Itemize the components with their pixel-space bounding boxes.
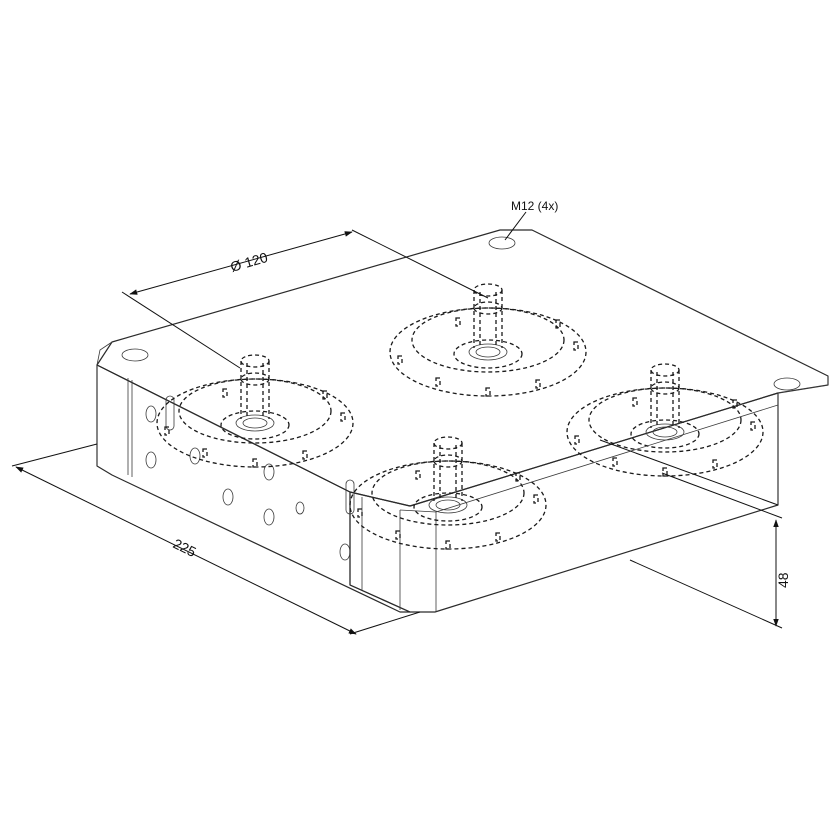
- unit-bolt-marker: [455, 317, 461, 327]
- unit-bolt-marker: [712, 459, 718, 469]
- unit-bolt-marker: [302, 450, 308, 460]
- unit-flange: [413, 492, 483, 522]
- unit-bore: [428, 496, 468, 514]
- clamping-unit: [389, 283, 587, 397]
- side-hole: [339, 543, 351, 561]
- dimension-lines: [11, 211, 783, 635]
- diameter-label: Ø 120: [228, 249, 269, 275]
- left-face: [96, 364, 411, 613]
- unit-bolt-marker: [415, 470, 421, 480]
- unit-flange: [220, 410, 290, 440]
- unit-bolt-marker: [750, 421, 756, 431]
- mounting-hole: [121, 348, 149, 362]
- unit-inner-ring: [411, 307, 565, 373]
- edge-lines: [96, 341, 829, 612]
- thread-callout: M12 (4x): [511, 199, 558, 213]
- mounting-hole: [773, 377, 801, 391]
- clamping-unit: [349, 436, 547, 550]
- unit-bolt-marker: [515, 472, 521, 482]
- side-hole: [263, 508, 275, 526]
- unit-pin-cap: [473, 283, 503, 297]
- unit-flange: [453, 339, 523, 369]
- unit-bore-inner: [652, 426, 678, 438]
- unit-bolt-marker: [732, 399, 738, 409]
- unit-bore: [645, 423, 685, 441]
- unit-bolt-marker: [357, 508, 363, 518]
- unit-bolt-marker: [435, 377, 441, 387]
- mounting-holes: [121, 236, 801, 391]
- unit-bolt-marker: [340, 412, 346, 422]
- unit-bolt-marker: [202, 448, 208, 458]
- height-label: 48: [775, 572, 791, 588]
- side-hole: [145, 405, 157, 423]
- unit-bore: [235, 414, 275, 432]
- unit-bolt-marker: [555, 319, 561, 329]
- side-hole: [145, 451, 157, 469]
- unit-bolt-marker: [612, 457, 618, 467]
- unit-inner-ring: [588, 387, 742, 453]
- front-face: [349, 392, 779, 613]
- unit-bolt-marker: [445, 540, 451, 550]
- unit-bolt-marker: [395, 530, 401, 540]
- unit-bolt-marker: [573, 341, 579, 351]
- unit-bore-inner: [435, 499, 461, 511]
- unit-bolt-marker: [533, 494, 539, 504]
- unit-bore-inner: [242, 417, 268, 429]
- unit-bolt-marker: [222, 388, 228, 398]
- unit-bolt-marker: [632, 397, 638, 407]
- unit-pin-cap: [240, 354, 270, 368]
- unit-bolt-marker: [164, 426, 170, 436]
- side-hole: [189, 447, 201, 465]
- unit-bolt-marker: [485, 387, 491, 397]
- unit-bolt-marker: [574, 435, 580, 445]
- clamping-unit: [156, 354, 354, 468]
- unit-bore-inner: [475, 346, 501, 358]
- unit-pin-cap: [650, 363, 680, 377]
- unit-bolt-marker: [495, 532, 501, 542]
- unit-bore: [468, 343, 508, 361]
- unit-inner-ring: [371, 460, 525, 526]
- unit-bolt-marker: [252, 458, 258, 468]
- unit-bolt-marker: [397, 355, 403, 365]
- unit-flange: [630, 419, 700, 449]
- side-slot: [165, 395, 175, 431]
- unit-bolt-marker: [322, 390, 328, 400]
- side-hole: [222, 488, 234, 506]
- unit-pin-cap: [433, 436, 463, 450]
- block-body: [96, 229, 829, 613]
- unit-bolt-marker: [662, 467, 668, 477]
- clamping-units: [156, 283, 764, 550]
- unit-bolt-marker: [535, 379, 541, 389]
- unit-inner-ring: [178, 378, 332, 444]
- length-label: 225: [171, 535, 199, 560]
- side-hole: [295, 501, 305, 515]
- mounting-hole: [488, 236, 516, 250]
- clamping-unit: [566, 363, 764, 477]
